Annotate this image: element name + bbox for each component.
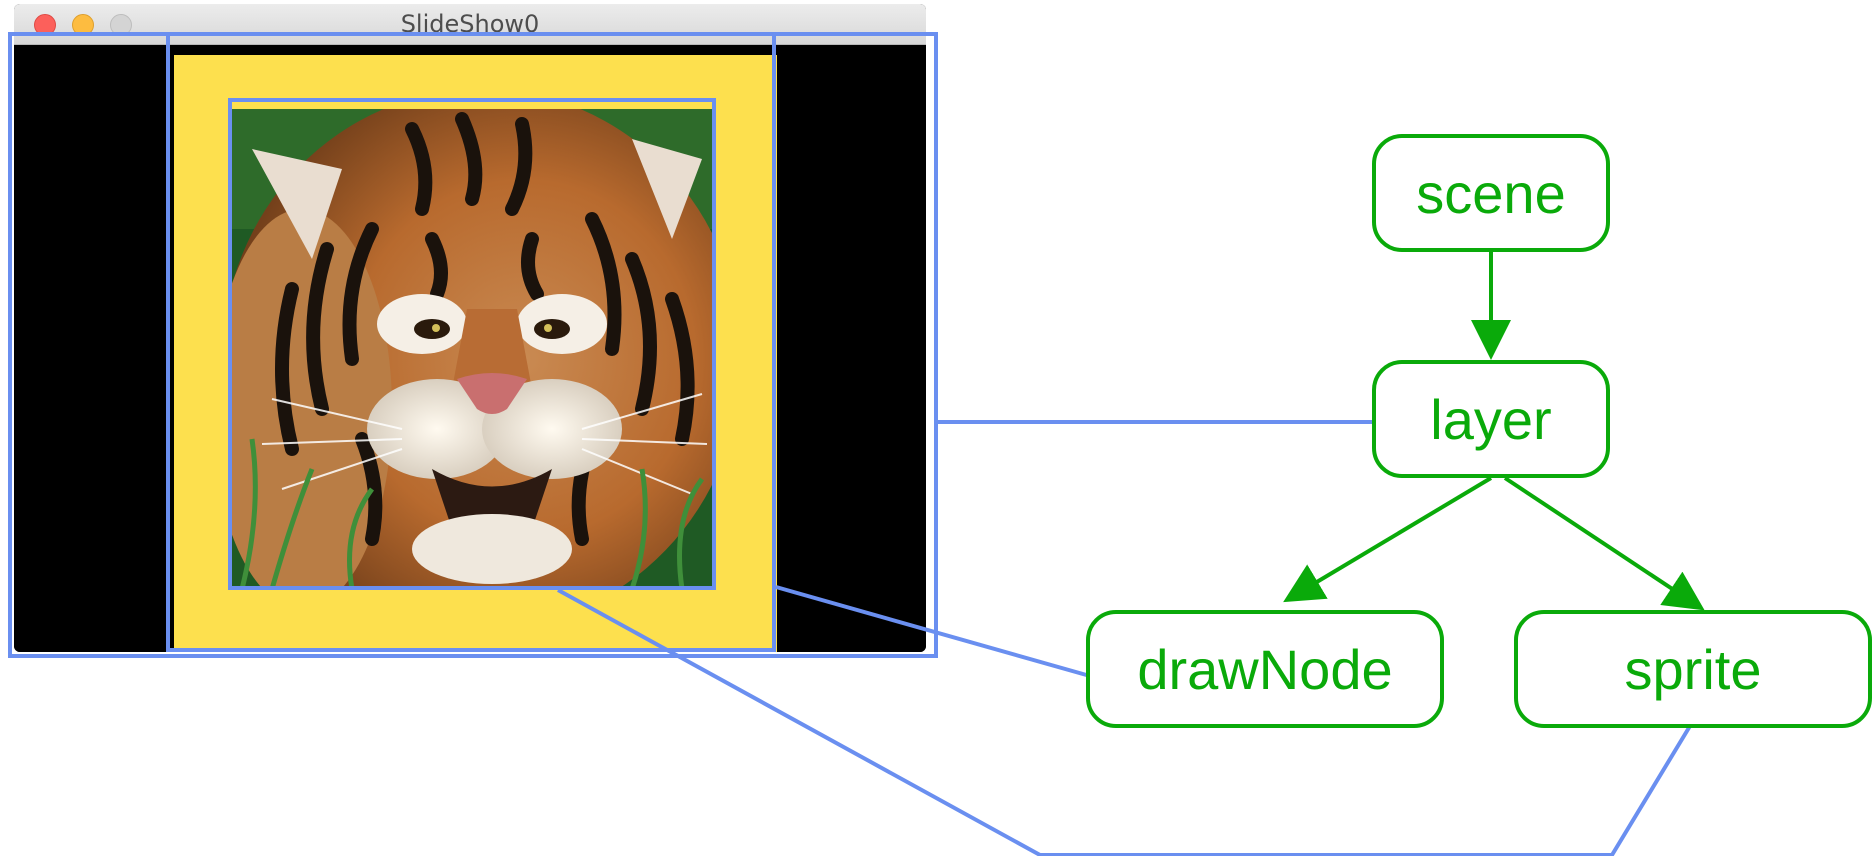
tiger-sprite-image bbox=[232, 109, 712, 589]
node-layer: layer bbox=[1372, 360, 1610, 478]
sprite-outline bbox=[228, 98, 716, 590]
edge-layer-drawnode bbox=[1283, 476, 1493, 603]
node-sprite: sprite bbox=[1514, 610, 1872, 728]
node-drawnode: drawNode bbox=[1086, 610, 1444, 728]
tiger-image bbox=[232, 109, 712, 589]
node-scene: scene bbox=[1372, 134, 1610, 252]
drawnode-leader-line bbox=[775, 585, 1091, 678]
drawnode-outline bbox=[166, 32, 776, 652]
edge-layer-sprite bbox=[1503, 476, 1705, 611]
sprite-leader-line bbox=[557, 588, 1692, 856]
